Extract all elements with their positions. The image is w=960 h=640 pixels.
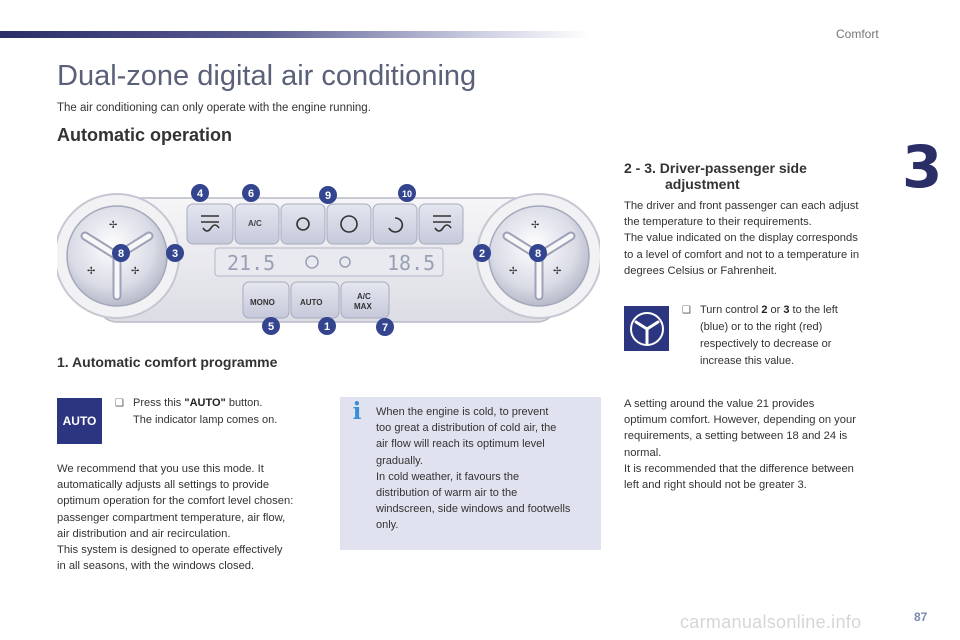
page-title: Dual-zone digital air conditioning: [57, 60, 477, 92]
callout-4: 4: [191, 184, 209, 202]
fan-high-icon: [340, 215, 358, 233]
bullet-arrow-icon: ❑: [115, 398, 124, 409]
svg-text:2: 2: [479, 248, 485, 260]
info-icon: i: [352, 398, 362, 425]
page-intro: The air conditioning can only operate wi…: [57, 102, 371, 114]
section-label: Comfort: [836, 27, 879, 41]
ac-max-label-1: A/C: [357, 292, 371, 301]
auto-button-icon: AUTO: [57, 398, 102, 444]
page-number: 87: [914, 610, 928, 624]
rear-defrost-icon: [201, 215, 220, 232]
heading-automatic-comfort: 1. Automatic comfort programme: [57, 354, 278, 370]
recirculation-icon: [388, 217, 404, 233]
top-buttons: [186, 203, 464, 245]
callout-7: 7: [376, 318, 394, 336]
svg-text:✢: ✢: [509, 266, 517, 277]
svg-text:9: 9: [325, 190, 331, 202]
ac-button-label: A/C: [248, 219, 262, 228]
adjustment-description: The driver and front passenger can each …: [624, 200, 860, 277]
climate-control-panel-illustration: A/C 21.5 18.5 MONO AUTO A/C MAX ✢ ✢ ✢: [57, 184, 600, 336]
info-note-box: i When the engine is cold, to prevent to…: [340, 397, 601, 550]
callout-8-right: 8: [529, 244, 547, 262]
windscreen-demist-icon: [433, 215, 452, 232]
auto-button-label: AUTO: [300, 298, 323, 307]
svg-text:10: 10: [402, 189, 412, 199]
comfort-setting-description: A setting around the value 21 provides o…: [624, 398, 856, 492]
mono-button-label: MONO: [250, 298, 275, 307]
svg-text:1: 1: [324, 321, 330, 333]
callout-5: 5: [262, 317, 280, 335]
svg-text:✢: ✢: [531, 220, 539, 231]
callout-8-left: 8: [112, 244, 130, 262]
info-note-text: When the engine is cold, to prevent too …: [376, 406, 571, 532]
svg-text:6: 6: [248, 188, 254, 200]
callout-10: 10: [398, 184, 416, 202]
turn-control-instruction: ❑ Turn control 2 or 3 to the left (blue)…: [682, 304, 838, 367]
svg-text:4: 4: [197, 188, 204, 200]
callout-3: 3: [166, 244, 184, 262]
callout-6: 6: [242, 184, 260, 202]
svg-text:5: 5: [268, 321, 274, 333]
temperature-dial-icon: [624, 306, 669, 351]
svg-text:7: 7: [382, 322, 388, 334]
fan-low-icon: [296, 217, 310, 231]
heading-driver-passenger-adjustment: 2 - 3. Driver-passenger side adjustment: [624, 160, 807, 192]
svg-text:8: 8: [118, 248, 124, 260]
ac-max-label-2: MAX: [354, 302, 372, 311]
watermark: carmanualsonline.info: [680, 612, 862, 632]
display-left-temp: 21.5: [227, 251, 275, 275]
auto-mode-description: We recommend that you use this mode. It …: [57, 463, 294, 573]
chapter-number: 3: [902, 133, 943, 201]
heading-automatic-operation: Automatic operation: [57, 125, 233, 145]
callout-2: 2: [473, 244, 491, 262]
bullet-arrow-icon: ❑: [682, 305, 691, 316]
svg-text:✢: ✢: [553, 266, 561, 277]
display-recirc-icon: [339, 256, 351, 268]
svg-text:✢: ✢: [131, 266, 139, 277]
svg-text:8: 8: [535, 248, 541, 260]
display-right-temp: 18.5: [387, 251, 435, 275]
svg-text:✢: ✢: [87, 266, 95, 277]
header-bar: [0, 31, 590, 38]
callout-9: 9: [319, 186, 337, 204]
callout-1: 1: [318, 317, 336, 335]
svg-text:✢: ✢: [109, 220, 117, 231]
display-fan-icon: [305, 255, 319, 269]
svg-text:3: 3: [172, 248, 178, 260]
auto-instruction: ❑ Press this "AUTO" button. The indicato…: [115, 397, 278, 426]
